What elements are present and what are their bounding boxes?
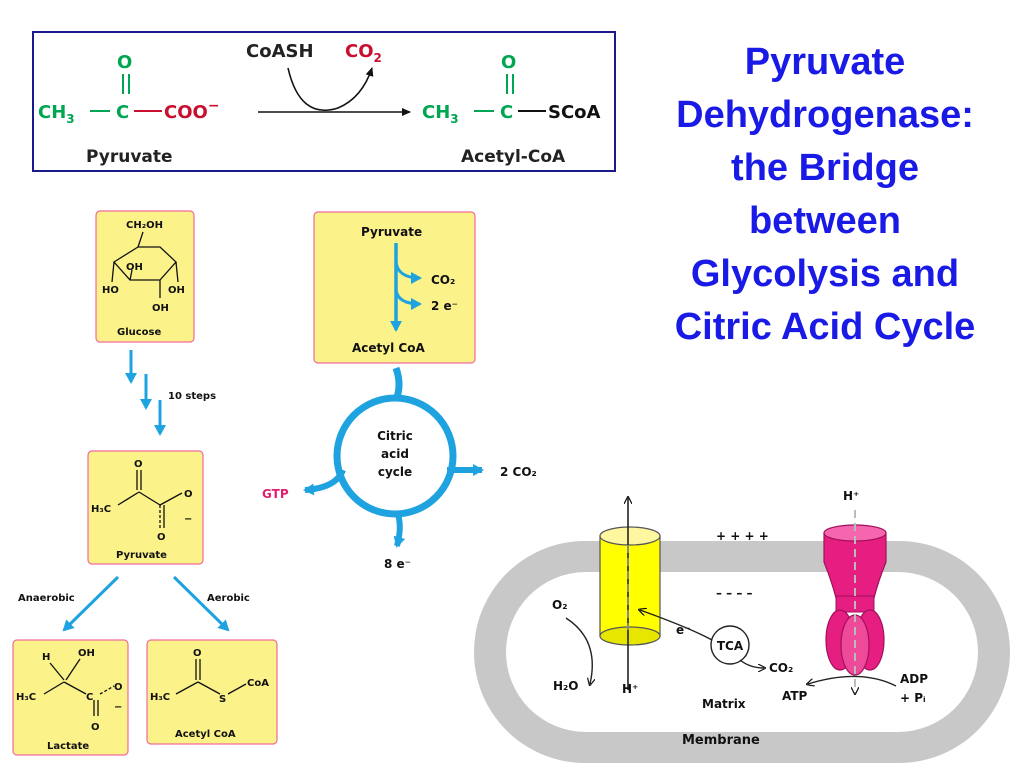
glucose-oh-3: OH (152, 303, 169, 314)
pyr-name: Pyruvate (116, 550, 167, 561)
electron-label: e⁻ (676, 623, 690, 637)
pyr-o-bottom: O (157, 532, 166, 543)
acetylcoa-box (146, 639, 278, 745)
gtp-out-arrow (303, 468, 346, 496)
hplus-top-label: H⁺ (843, 489, 859, 503)
title-line-1: Pyruvate (744, 41, 906, 83)
atp-label: ATP (782, 689, 808, 703)
pyr-charge: − (184, 514, 192, 525)
pyr-o-top: O (134, 459, 143, 470)
title-line-2: Dehydrogenase: (676, 94, 974, 136)
citric-cycle-panel: Pyruvate CO₂ 2 e⁻ Acetyl CoA Citric acid… (262, 211, 537, 571)
pyruvate-ch3: CH3 (38, 102, 75, 126)
cycle-8e-label: 8 e⁻ (384, 557, 411, 571)
co2-label: CO2 (345, 41, 382, 65)
acc-o: O (193, 648, 202, 659)
cycle-center-1: Citric (377, 429, 413, 443)
acc-h3c: H₃C (150, 692, 170, 703)
glucose-box (95, 210, 195, 343)
pyruvate-box (87, 450, 204, 565)
membrane-label: Membrane (682, 733, 760, 748)
h2o-label: H₂O (553, 679, 579, 693)
pyruvate-carbon: C (116, 102, 129, 123)
minus-charges: – – – – (716, 586, 753, 600)
adp-label: ADP (900, 672, 928, 686)
anaerobic-label: Anaerobic (18, 593, 75, 604)
lac-h3c: H₃C (16, 692, 36, 703)
plus-charges: + + + + (716, 529, 769, 543)
pyr-o-right: O (184, 489, 193, 500)
coash-label: CoASH (246, 41, 314, 62)
cycle-co2-out: CO₂ (431, 273, 455, 287)
e-out-arrow (393, 513, 406, 548)
tca-label: TCA (717, 639, 744, 653)
citric-cycle-ring (333, 394, 457, 518)
tca-circle (710, 625, 750, 665)
glycolysis-panel: CH₂OH OH HO OH OH Glucose 10 steps O (12, 210, 278, 756)
acc-name: Acetyl CoA (175, 729, 236, 740)
lac-charge: − (114, 702, 122, 713)
lac-o-right: O (114, 682, 123, 693)
pi-label: + Pᵢ (900, 691, 926, 705)
acc-s: S (219, 694, 226, 705)
lac-oh: OH (78, 648, 95, 659)
o2-label: O₂ (552, 598, 567, 612)
hplus-bottom-label: H⁺ (622, 682, 638, 696)
page-title: Pyruvate Dehydrogenase: the Bridge betwe… (636, 36, 1014, 354)
acetylcoa-carbon: C (500, 102, 513, 123)
cycle-2e-out: 2 e⁻ (431, 299, 458, 313)
lac-name: Lactate (47, 741, 89, 752)
glucose-ho: HO (102, 285, 119, 296)
glucose-name: Glucose (117, 327, 162, 338)
title-line-6: Citric Acid Cycle (674, 306, 976, 348)
pyr-h3c: H₃C (91, 504, 111, 515)
lac-c: C (86, 692, 93, 703)
cycle-center-3: cycle (378, 465, 412, 479)
product-label: Acetyl-CoA (461, 147, 566, 167)
glucose-ch2oh: CH₂OH (126, 220, 163, 231)
aerobic-label: Aerobic (207, 593, 250, 604)
acetylcoa-scoa: SCoA (548, 102, 601, 123)
gtp-label: GTP (262, 487, 289, 501)
lactate-box (12, 639, 129, 756)
e-to-protein-arrow (640, 610, 713, 641)
adp-to-atp-arrow (808, 675, 897, 686)
atp-synthase (823, 510, 887, 693)
glucose-oh-2: OH (168, 285, 185, 296)
cycle-acetyl-label: Acetyl CoA (352, 341, 425, 355)
title-line-5: Glycolysis and (690, 253, 960, 295)
cycle-center-2: acid (381, 447, 409, 461)
o2-to-h2o-arrow (565, 617, 592, 684)
ten-steps-label: 10 steps (168, 391, 216, 402)
cycle-pyruvate-label: Pyruvate (361, 225, 422, 239)
acc-coa: CoA (247, 678, 269, 689)
lac-h: H (42, 652, 50, 663)
glucose-oh-1: OH (126, 262, 143, 273)
matrix-label: Matrix (702, 697, 746, 711)
reactant-label: Pyruvate (86, 147, 173, 167)
cycle-2co2-label: 2 CO₂ (500, 465, 537, 479)
mitochondrion-panel: H⁺ + + + + – – – – O₂ H₂O H⁺ e⁻ TCA CO₂ … (474, 489, 1010, 763)
title-line-3: the Bridge (731, 147, 919, 189)
pyruvate-carbonyl-o: O (117, 52, 132, 73)
reaction-box: O CH3 C COO− Pyruvate CoASH CO2 O CH3 C … (32, 31, 616, 172)
acetylcoa-ch3: CH3 (422, 102, 459, 126)
coash-curve-arrow (287, 67, 374, 112)
pyruvate-coo: COO− (164, 98, 220, 123)
title-line-4: between (748, 200, 902, 242)
membrane-co2-label: CO₂ (769, 661, 793, 675)
electron-transport-protein (599, 498, 661, 690)
acetylcoa-carbonyl-o: O (501, 52, 516, 73)
lac-o-bottom: O (91, 722, 100, 733)
